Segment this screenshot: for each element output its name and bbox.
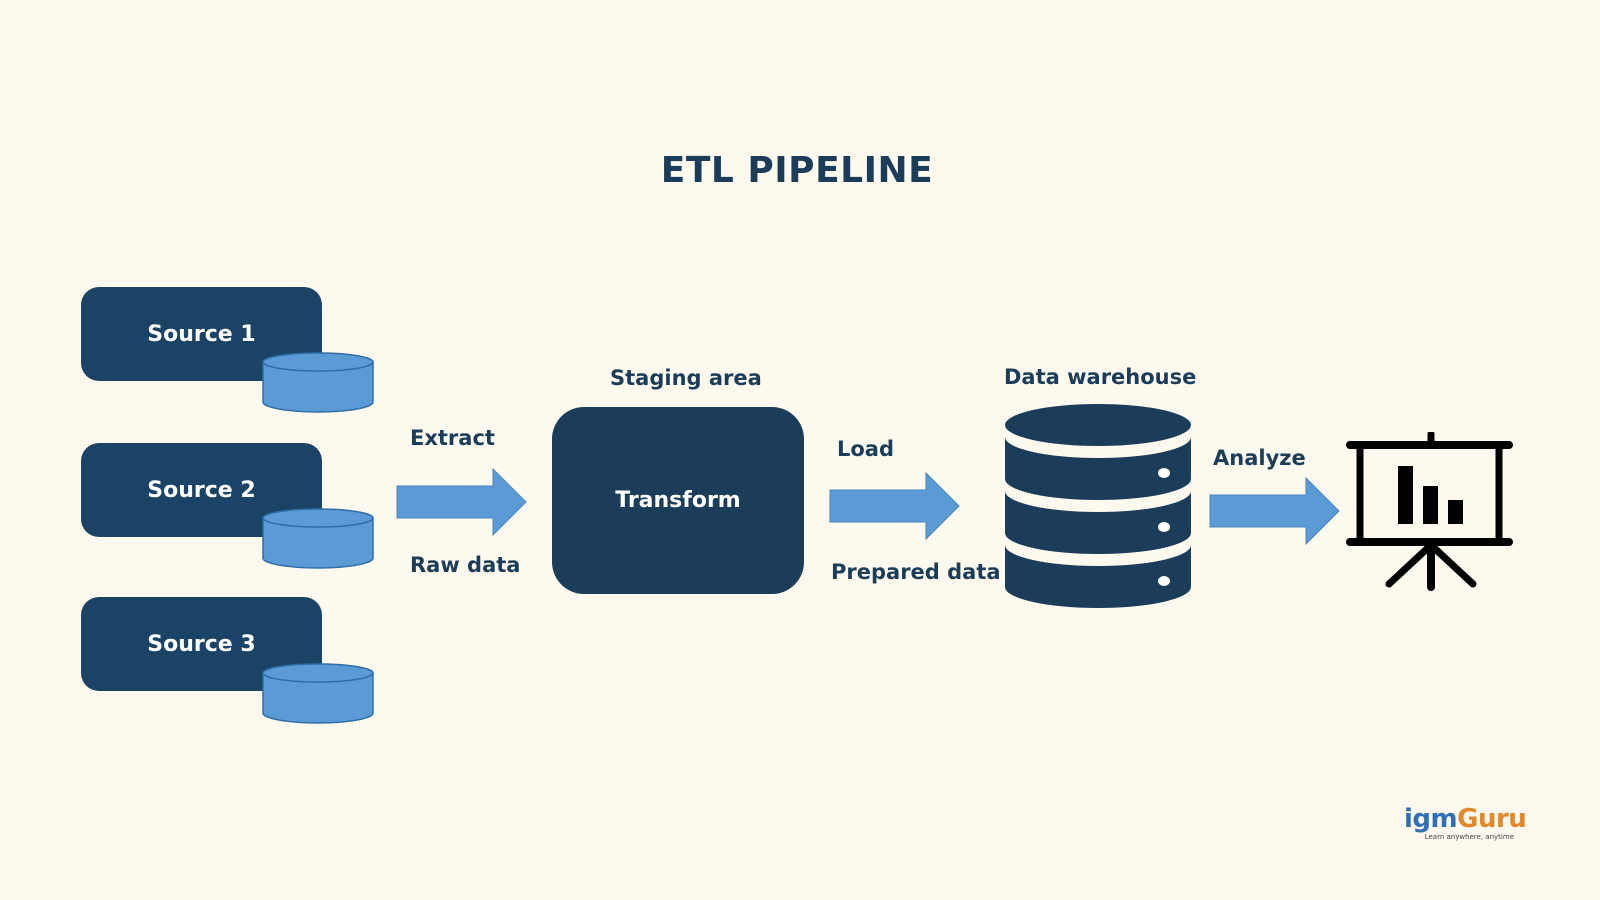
diagram-title: ETL PIPELINE [660,150,934,191]
raw-data-label: Raw data [410,553,521,577]
logo-brand-part2: Guru [1457,804,1527,834]
source-3-label: Source 3 [147,631,256,657]
transform-label: Transform [615,488,741,513]
source-1-label: Source 1 [147,321,256,347]
source-2-label: Source 2 [147,477,256,503]
server-database-icon [1005,404,1191,608]
logo-tagline: Learn anywhere, anytime [1424,833,1514,841]
logo-brand-part1: igm [1404,804,1458,834]
database-icon [262,352,374,413]
data-warehouse-heading: Data warehouse [1004,365,1197,389]
staging-area-heading: Staging area [610,366,762,390]
database-icon [262,663,374,724]
right-arrow-icon [1209,477,1340,545]
igmguru-logo: igmGuru Learn anywhere, anytime [1404,804,1527,841]
analyze-label: Analyze [1213,446,1306,470]
right-arrow-icon [396,468,527,536]
load-label: Load [837,437,895,461]
right-arrow-icon [829,472,960,540]
source-1-box: Source 1 [81,287,322,381]
extract-label: Extract [410,426,495,450]
transform-box: Transform [552,407,804,594]
database-icon [262,508,374,569]
prepared-data-label: Prepared data [831,560,1001,584]
presentation-board-chart-icon [1346,432,1513,591]
